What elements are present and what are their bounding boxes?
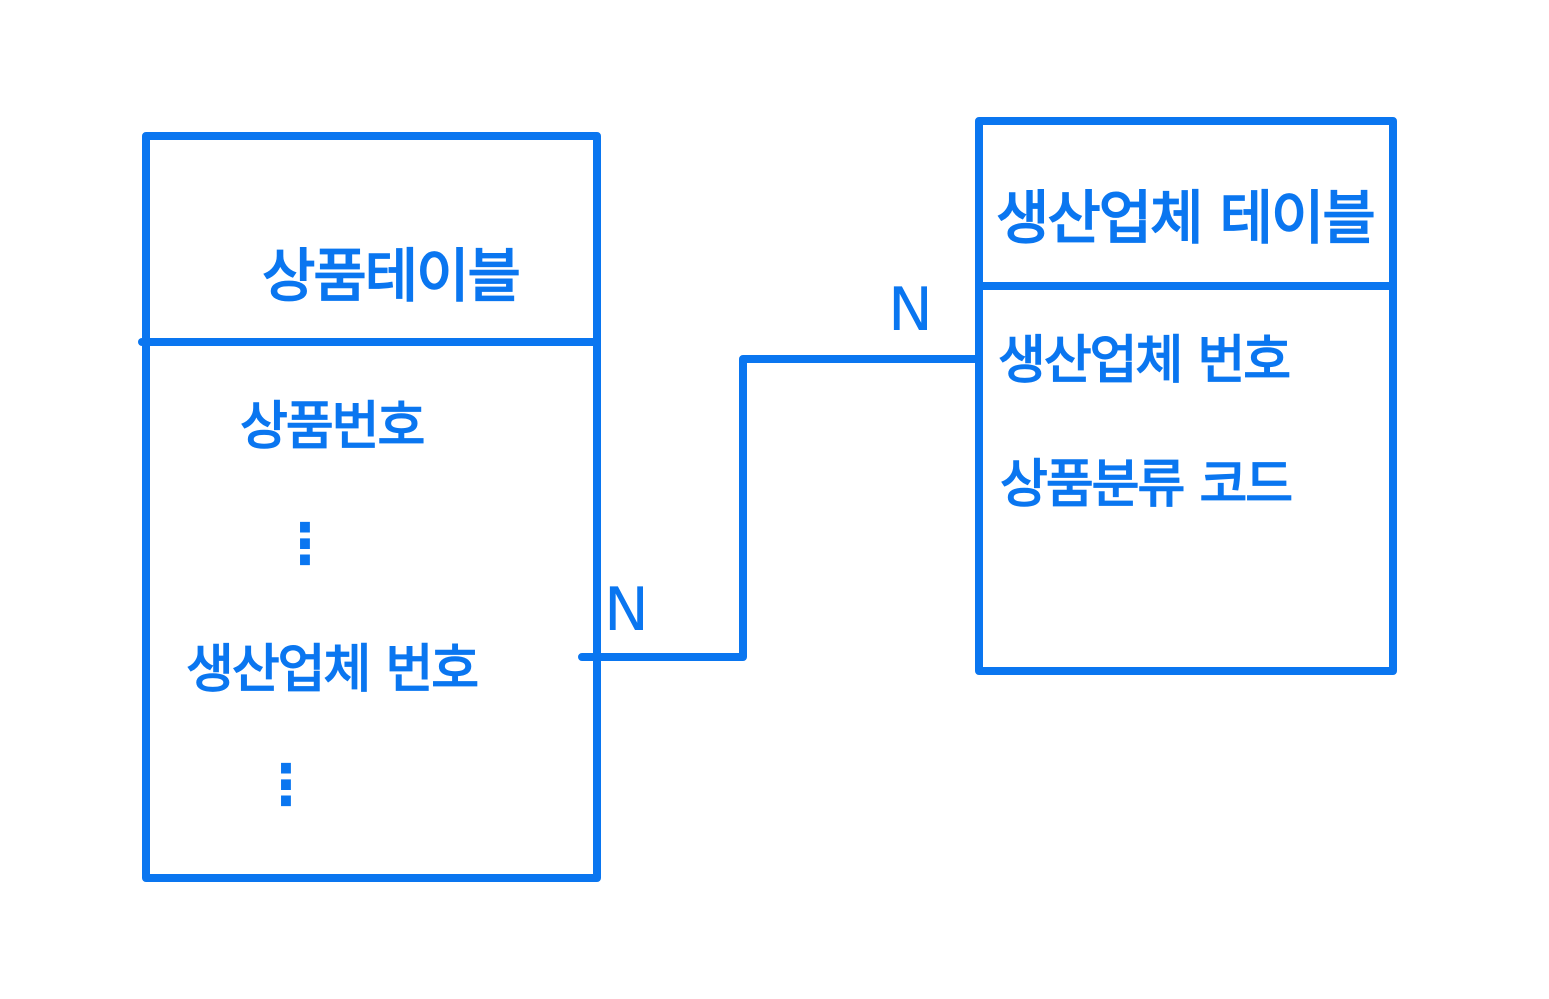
right-table-row-category-code: 상품분류 코드 [1000, 455, 1292, 515]
right-table: 생산업체 테이블 생산업체 번호 상품분류 코드 [975, 117, 1397, 675]
relationship-connector: N N [578, 275, 983, 661]
right-table-row-manufacturer-number: 생산업체 번호 [998, 331, 1290, 391]
left-table-title: 상품테이블 [262, 242, 519, 310]
left-table: 상품테이블 상품번호 ⋮ 생산업체 번호 ⋮ [138, 132, 601, 882]
right-table-border [975, 117, 1397, 675]
left-table-border [142, 132, 601, 882]
relationship-line [578, 355, 983, 661]
left-table-row-ellipsis-2: ⋮ [258, 753, 312, 818]
left-table-row-product-number: 상품번호 [240, 397, 425, 457]
left-cardinality-label: N [604, 575, 647, 645]
right-cardinality-label: N [888, 275, 931, 345]
right-table-title: 생산업체 테이블 [996, 184, 1374, 252]
left-table-row-ellipsis-1: ⋮ [277, 512, 331, 577]
left-table-row-manufacturer-number: 생산업체 번호 [186, 640, 478, 700]
